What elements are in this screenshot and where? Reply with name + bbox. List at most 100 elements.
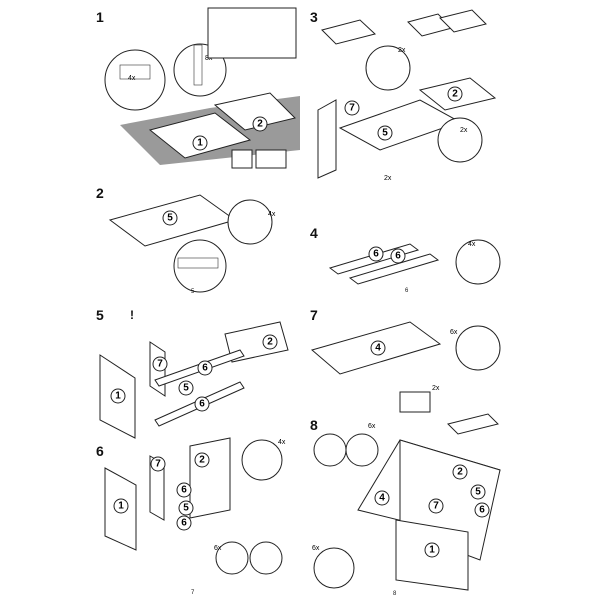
part-5-circle	[162, 210, 178, 226]
part-6b-circle	[390, 248, 406, 264]
part-7-circle	[344, 100, 360, 116]
part-1-circle	[113, 498, 129, 514]
part-6a-label: 6	[373, 249, 379, 260]
step-3-qty-c: 2x	[384, 175, 392, 182]
step-2-number: 2	[96, 185, 104, 201]
part-4-label: 4	[379, 493, 385, 504]
step-3-panel: 3 7 5 2 2x 2x 2x	[300, 0, 600, 182]
dowel-detail-circle	[365, 45, 411, 91]
step-4-number: 4	[310, 225, 318, 241]
step-7-number: 7	[310, 307, 318, 323]
part-7-label: 7	[433, 501, 439, 512]
dowel-detail-circle	[227, 199, 273, 245]
part-7-circle	[152, 356, 168, 372]
part-6-label: 6	[479, 505, 485, 516]
step-6-illustration: 1 7 2 6 5 6 4x 6x	[104, 437, 286, 575]
cam-detail-circle-a	[215, 541, 249, 575]
page-number-5: 5	[191, 289, 195, 295]
step-1-qty-a: 4x	[128, 75, 136, 82]
part-4-label: 4	[375, 343, 381, 354]
step-6-panel: 6 1 7 2 6 5 6 4x 6x 7	[0, 437, 300, 600]
step-4-panel: 4 6 6 4x 6	[300, 150, 600, 300]
step-1-illustration: 1 2 4x 8x	[104, 7, 300, 169]
page-number-7: 7	[191, 590, 195, 596]
part-6-top-circle	[176, 482, 192, 498]
part-6-circle	[474, 502, 490, 518]
hardware-box	[207, 7, 297, 59]
step-2-qty: 4x	[268, 211, 276, 218]
step-7-qty-a: 6x	[450, 329, 458, 336]
cam-detail-box	[399, 391, 431, 413]
dowel-detail-circle	[313, 547, 355, 589]
part-1-circle	[424, 542, 440, 558]
step-8-illustration: 6x 2 4 7 5 6 1 6x	[312, 423, 501, 591]
step-8-qty-b: 6x	[312, 545, 320, 552]
part-6-bottom-label: 6	[199, 399, 205, 410]
small-panel-shape	[447, 413, 499, 435]
step-8-qty-a: 6x	[368, 423, 376, 430]
part-6-bottom-circle	[176, 515, 192, 531]
step-6-number: 6	[96, 443, 104, 459]
step-6-qty-b: 6x	[214, 545, 222, 552]
part-6-top-circle	[197, 360, 213, 376]
part-5-label: 5	[183, 383, 189, 394]
part-1-label: 1	[115, 391, 121, 402]
part-5-label: 5	[382, 128, 388, 139]
step-5-panel: 5 ! 1 7 2 6 5 6	[0, 300, 300, 450]
step-8-panel: 8 6x 2 4 7 5 6 1 6x 8	[300, 418, 600, 600]
step-4-illustration: 6 6 4x	[328, 239, 501, 285]
part-2-label: 2	[457, 467, 463, 478]
part-7-label: 7	[155, 459, 161, 470]
part-5-label: 5	[167, 213, 173, 224]
step-8-number: 8	[310, 417, 318, 433]
dowel-detail-circle	[241, 439, 283, 481]
part-1-label: 1	[197, 138, 203, 149]
part-1-label: 1	[429, 545, 435, 556]
step-7-illustration: 4 6x 2x	[310, 321, 501, 435]
part-2-label: 2	[452, 89, 458, 100]
step-2-illustration: 5 4x	[108, 194, 276, 293]
part-7-circle	[428, 498, 444, 514]
page-number-8: 8	[393, 591, 397, 597]
dowel-shape	[193, 44, 203, 86]
screw-detail-circle	[437, 117, 483, 163]
page-number-6: 6	[405, 288, 409, 294]
side-panel-7	[317, 99, 337, 179]
part-2-circle	[262, 334, 278, 350]
part-2-circle	[252, 116, 268, 132]
dowel-detail-circle	[455, 325, 501, 371]
step-3-number: 3	[310, 9, 318, 25]
part-2-label: 2	[257, 119, 263, 130]
step-7-panel: 7 4 6x 2x	[300, 300, 600, 450]
part-1-label: 1	[118, 501, 124, 512]
step-2-panel: 2 5 4x 5	[0, 150, 300, 300]
step-4-qty: 4x	[468, 241, 476, 248]
panel-2-shape	[189, 437, 231, 519]
panel-2-shape	[213, 92, 296, 131]
two-person-warning: !	[130, 308, 134, 322]
step-3-qty-a: 2x	[398, 47, 406, 54]
part-6-bottom-circle	[194, 396, 210, 412]
part-2-label: 2	[267, 337, 273, 348]
edge-layer-shape	[177, 257, 219, 269]
step-3-qty-b: 2x	[460, 127, 468, 134]
part-6-top-label: 6	[202, 363, 208, 374]
part-4-circle	[374, 490, 390, 506]
step-5-number: 5	[96, 307, 104, 323]
part-1-circle	[192, 135, 208, 151]
part-2-circle	[452, 464, 468, 480]
edge-inset-b	[255, 149, 287, 169]
step-7-qty-b: 2x	[432, 385, 440, 392]
cam-detail-circle-b	[345, 433, 379, 467]
rail-6-b	[348, 253, 440, 285]
part-4-circle	[370, 340, 386, 356]
step-3-illustration: 7 5 2 2x 2x 2x	[317, 9, 497, 182]
cam-fitting-shape	[119, 64, 151, 80]
step-5-illustration: 1 7 2 6 5 6	[99, 321, 289, 439]
part-6-top-label: 6	[181, 485, 187, 496]
dowel-detail-circle	[455, 239, 501, 285]
step-6-qty-a: 4x	[278, 439, 286, 446]
part-5-circle	[178, 380, 194, 396]
edge-detail-circle	[173, 239, 227, 293]
part-6b-label: 6	[395, 251, 401, 262]
